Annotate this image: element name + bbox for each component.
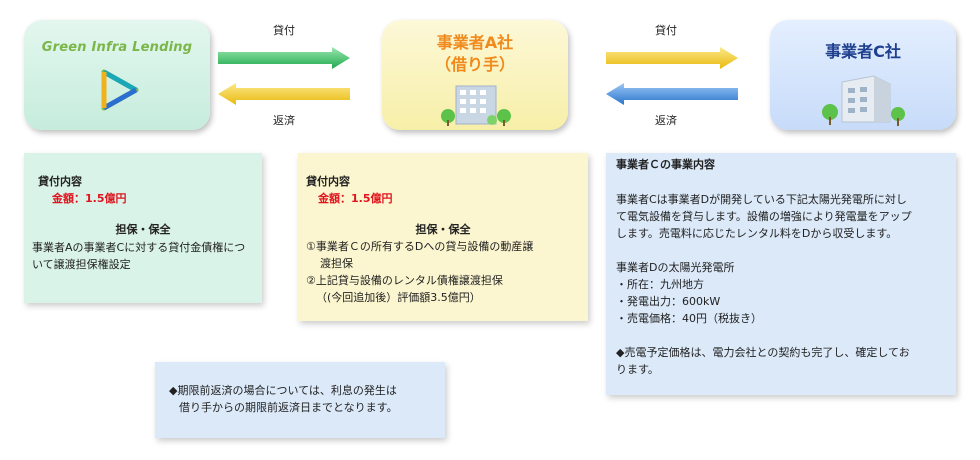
borrower-loan-amount: 金額：1.5億円 xyxy=(318,192,393,205)
solar-plant-price: ・売電価格：40円（税抜き） xyxy=(616,312,762,325)
borrower-node: 事業者A社 （借り手） xyxy=(382,20,568,130)
left-repay-label: 返済 xyxy=(273,114,295,127)
early-repayment-line1: ◆期限前返済の場合については、利息の発生は xyxy=(169,384,397,397)
green-infra-logo-icon xyxy=(101,69,139,111)
lender-security-heading: 担保・保全 xyxy=(115,223,171,236)
right-loan-label: 貸付 xyxy=(655,24,677,37)
loan-arrow-icon xyxy=(218,47,350,69)
borrower-security-item1-line1: ①事業者Ｃの所有するDへの貸与設備の動産譲 xyxy=(306,240,534,253)
repay-arrow-icon xyxy=(606,83,738,105)
lender-security-text: 事業者Aの事業者Cに対する貸付金債権について譲渡担保権設定 xyxy=(32,241,246,271)
operator-note-line1: ◆売電予定価格は、電力会社との契約も完了し、確定してお xyxy=(616,346,910,359)
office-building-icon xyxy=(822,75,905,126)
lender-loan-amount: 金額：1.5億円 xyxy=(52,192,127,205)
borrower-security-item2-line2: （(今回追加後）評価額3.5億円） xyxy=(316,291,481,304)
office-building-icon xyxy=(441,85,511,126)
repay-arrow-icon xyxy=(218,83,350,105)
left-loan-label: 貸付 xyxy=(273,24,295,37)
right-repay-label: 返済 xyxy=(655,114,677,127)
borrower-loan-details: 貸付内容 金額：1.5億円 担保・保全 ①事業者Ｃの所有するDへの貸与設備の動産… xyxy=(298,153,588,321)
loan-arrow-icon xyxy=(606,47,738,69)
borrower-title-line2: （借り手） xyxy=(434,55,515,74)
operator-title: 事業者C社 xyxy=(825,42,901,61)
lender-loan-details: 貸付内容 金額：1.5億円 担保・保全 事業者Aの事業者Cに対する貸付金債権につ… xyxy=(24,153,262,303)
solar-plant-heading: 事業者Dの太陽光発電所 xyxy=(616,261,735,274)
early-repayment-note: ◆期限前返済の場合については、利息の発生は 借り手からの期限前返済日までとなりま… xyxy=(155,362,445,438)
operator-business-heading: 事業者Ｃの事業内容 xyxy=(616,158,715,171)
borrower-title: 事業者A社 （借り手） xyxy=(382,32,568,76)
lender-loan-heading: 貸付内容 xyxy=(38,175,82,188)
lender-node: Green Infra Lending xyxy=(24,20,210,130)
lender-title: Green Infra Lending xyxy=(41,40,193,55)
operator-desc-line1: 事業者Cは事業者Dが開発している下記太陽光発電所に対し xyxy=(616,193,907,206)
borrower-security-item2-line1: ②上記貸与設備のレンタル債権譲渡担保 xyxy=(306,274,503,287)
operator-desc-line3: します。売電料に応じたレンタル料をDから収受します。 xyxy=(616,227,898,240)
operator-node: 事業者C社 xyxy=(770,20,956,130)
early-repayment-line2: 借り手からの期限前返済日までとなります。 xyxy=(179,401,398,414)
borrower-security-heading: 担保・保全 xyxy=(415,223,471,236)
borrower-title-line1: 事業者A社 xyxy=(436,33,514,52)
borrower-security-item1-line2: 渡担保 xyxy=(320,257,353,270)
solar-plant-output: ・発電出力：600kW xyxy=(616,295,721,308)
operator-business-details: 事業者Ｃの事業内容 事業者Cは事業者Dが開発している下記太陽光発電所に対し て電… xyxy=(606,153,956,395)
operator-note-line2: ります。 xyxy=(616,363,659,376)
borrower-loan-heading: 貸付内容 xyxy=(306,175,350,188)
operator-desc-line2: て電気設備を貸与します。設備の増強により発電量をアップ xyxy=(616,210,912,223)
solar-plant-location: ・所在：九州地方 xyxy=(616,278,704,291)
